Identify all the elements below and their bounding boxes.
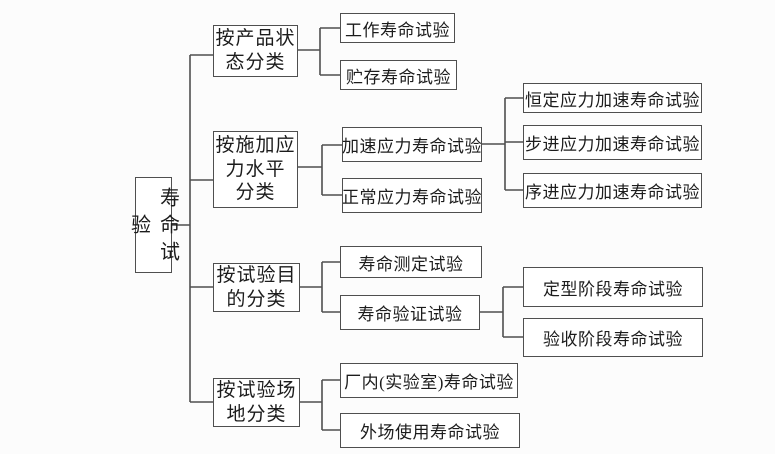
category-by-test-site: 按试验场 地分类	[213, 378, 300, 427]
node-progressive-stress-accelerated-test: 序进应力加速寿命试验	[523, 173, 702, 208]
category-label-line: 地分类	[226, 403, 287, 425]
root-node-life-test: 寿命试验	[128, 177, 179, 273]
node-finalization-stage-life-test: 定型阶段寿命试验	[523, 267, 703, 307]
bracket-verification-children	[480, 286, 523, 338]
category-by-product-state: 按产品状 态分类	[213, 25, 298, 77]
bracket-category-3	[300, 261, 340, 313]
node-field-use-life-test: 外场使用寿命试验	[340, 413, 520, 448]
node-in-plant-lab-life-test: 厂内(实验室)寿命试验	[340, 363, 518, 398]
category-label-line: 态分类	[225, 52, 286, 73]
category-label-line: 力水平	[225, 158, 286, 180]
category-by-test-purpose: 按试验目 的分类	[213, 263, 300, 312]
category-by-stress-level: 按施加应 力水平 分类	[213, 131, 298, 208]
category-label-line: 按产品状	[215, 28, 296, 50]
node-constant-stress-accelerated-test: 恒定应力加速寿命试验	[523, 83, 702, 113]
category-label-line: 按施加应	[215, 134, 296, 156]
node-normal-stress-life-test: 正常应力寿命试验	[342, 178, 482, 213]
category-label-line: 的分类	[226, 288, 287, 310]
node-life-verification-test: 寿命验证试验	[340, 295, 480, 330]
node-storage-life-test: 贮存寿命试验	[340, 60, 457, 90]
bracket-category-4	[300, 379, 340, 431]
bracket-accelerated-children	[482, 97, 523, 191]
node-life-measurement-test: 寿命测定试验	[340, 246, 482, 278]
node-step-stress-accelerated-test: 步进应力加速寿命试验	[523, 125, 702, 160]
node-accelerated-stress-life-test: 加速应力寿命试验	[342, 127, 482, 162]
category-label-line: 分类	[235, 182, 276, 204]
category-label-line: 按试验目	[216, 264, 297, 286]
node-acceptance-stage-life-test: 验收阶段寿命试验	[523, 318, 703, 357]
bracket-category-2	[298, 144, 342, 196]
node-working-life-test: 工作寿命试验	[340, 13, 455, 43]
bracket-category-1	[298, 27, 340, 76]
category-label-line: 按试验场	[216, 379, 297, 401]
